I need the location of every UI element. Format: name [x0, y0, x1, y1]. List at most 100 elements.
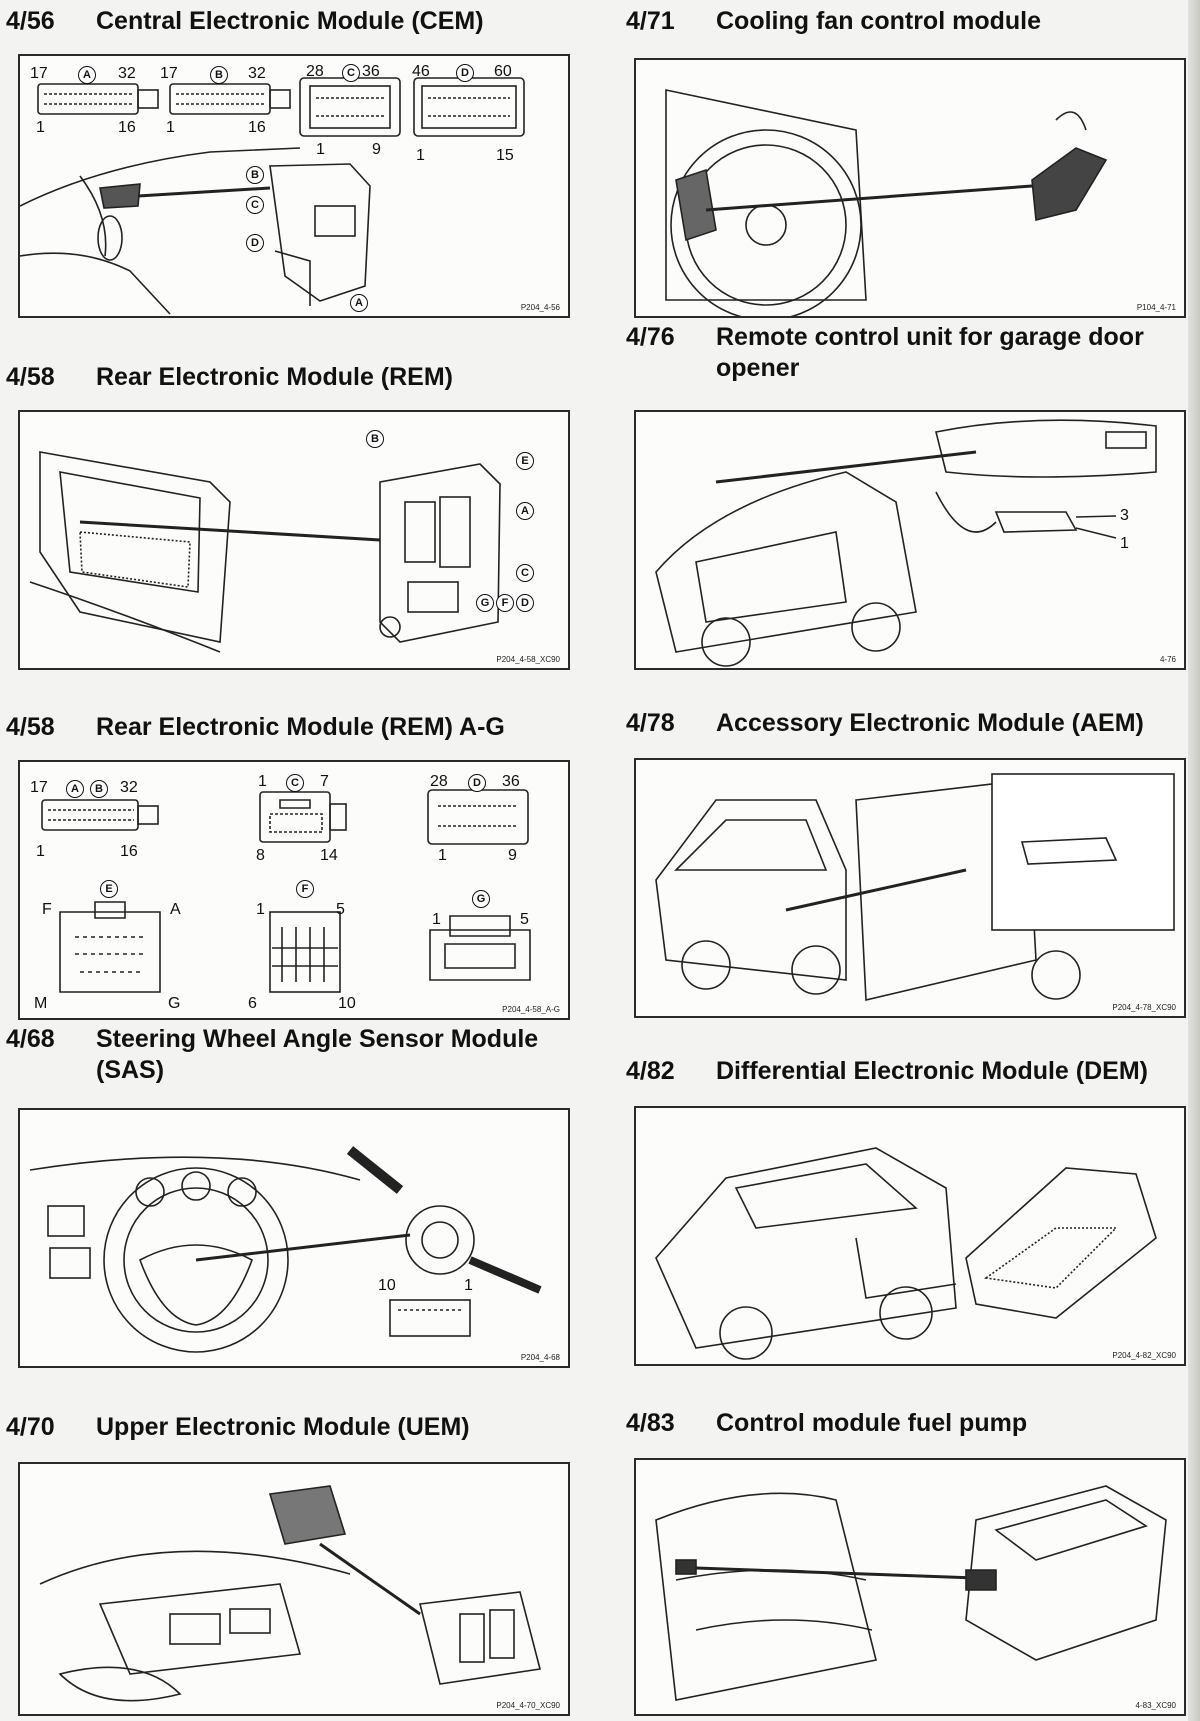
section-title: Accessory Electronic Module (AEM) — [716, 709, 1144, 737]
section-title: Steering Wheel Angle Sensor Module (SAS) — [96, 1025, 539, 1084]
section-code: 4/70 — [6, 1413, 55, 1441]
pin-label: 1 — [316, 141, 325, 158]
connector-callout: E — [516, 452, 534, 470]
connector-callout: D — [246, 234, 264, 252]
figure-ref: P204_4-56 — [520, 303, 560, 312]
figure-cem: 17 32 1 16 17 32 1 16 28 36 1 9 46 60 1 … — [18, 54, 570, 318]
connector-callout: B — [210, 66, 228, 84]
pin-label: A — [170, 901, 181, 918]
figure-ref: P204_4-82_XC90 — [1112, 1351, 1176, 1360]
pin-label: 1 — [432, 911, 441, 928]
section-heading-4-83: 4/83 Control module fuel pump — [620, 1408, 1196, 1439]
figure-fuel-pump: 4-83_XC90 — [634, 1458, 1186, 1716]
sas-drawing — [29, 1146, 542, 1353]
rem-connectors-drawing — [41, 789, 531, 993]
connector-callout: B — [246, 166, 264, 184]
cooling-fan-drawing — [665, 89, 1108, 316]
figure-cooling-fan: P104_4-71 — [634, 58, 1186, 318]
section-code: 4/78 — [626, 709, 675, 737]
section-heading-4-56: 4/56 Central Electronic Module (CEM) — [0, 6, 576, 37]
pin-label: 9 — [372, 141, 381, 158]
pin-label: 32 — [120, 779, 138, 796]
figure-uem: P204_4-70_XC90 — [18, 1462, 570, 1716]
connector-callout: C — [246, 196, 264, 214]
pin-label: 9 — [508, 847, 517, 864]
connector-callout: E — [100, 880, 118, 898]
pin-label: 6 — [248, 995, 257, 1012]
pin-label: 3 — [1120, 507, 1129, 524]
connector-callout: B — [90, 780, 108, 798]
section-title: Upper Electronic Module (UEM) — [96, 1413, 470, 1441]
connector-callout: D — [456, 64, 474, 82]
connector-callout: G — [476, 594, 494, 612]
section-heading-4-68: 4/68 Steering Wheel Angle Sensor Module … — [0, 1024, 576, 1086]
rem-drawing — [29, 451, 501, 653]
figure-garage-opener: 3 1 4-76 — [634, 410, 1186, 670]
pin-label: 5 — [520, 911, 529, 928]
section-title: Control module fuel pump — [716, 1409, 1028, 1437]
figure-ref: 4-76 — [1159, 655, 1176, 664]
connector-callout: C — [342, 64, 360, 82]
connector-callout: B — [366, 430, 384, 448]
pin-label: 1 — [256, 901, 265, 918]
section-heading-4-76: 4/76 Remote control unit for garage door… — [620, 322, 1196, 384]
connector-callout: G — [472, 890, 490, 908]
figure-ref: P104_4-71 — [1136, 303, 1176, 312]
pin-label: 46 — [412, 63, 430, 80]
pin-label: 10 — [338, 995, 356, 1012]
section-title: Remote control unit for garage door open… — [716, 323, 1144, 382]
pin-label: 60 — [494, 63, 512, 80]
pin-label: G — [168, 995, 181, 1012]
cem-drawing — [20, 77, 525, 315]
connector-callout: C — [516, 564, 534, 582]
pin-label: 1 — [36, 843, 45, 860]
figure-ref: P204_4-78_XC90 — [1112, 1003, 1176, 1012]
connector-callout: D — [468, 774, 486, 792]
figure-ref: P204_4-58_A-G — [502, 1005, 560, 1014]
connector-callout: F — [496, 594, 514, 612]
figure-rem-connectors: 17 32 1 16 1 7 8 14 28 36 1 9 F A M G 1 … — [18, 760, 570, 1020]
pin-label: F — [42, 901, 52, 918]
section-title: Rear Electronic Module (REM) A-G — [96, 713, 505, 741]
figure-ref: 4-83_XC90 — [1135, 1701, 1176, 1710]
pin-label: 10 — [378, 1277, 396, 1294]
section-code: 4/82 — [626, 1057, 675, 1085]
pin-label: 1 — [416, 147, 425, 164]
pin-label: 16 — [120, 843, 138, 860]
pin-label: 32 — [248, 65, 266, 82]
pin-label: 36 — [502, 773, 520, 790]
figure-ref: P204_4-58_XC90 — [496, 655, 560, 664]
connector-callout: C — [286, 774, 304, 792]
section-heading-4-71: 4/71 Cooling fan control module — [620, 6, 1196, 37]
pin-label: 28 — [430, 773, 448, 790]
dem-drawing — [655, 1147, 1157, 1360]
pin-label: 17 — [30, 65, 48, 82]
pin-label: 1 — [438, 847, 447, 864]
section-heading-4-58-a-g: 4/58 Rear Electronic Module (REM) A-G — [0, 712, 576, 743]
section-heading-4-82: 4/82 Differential Electronic Module (DEM… — [620, 1056, 1196, 1087]
uem-drawing — [39, 1485, 541, 1702]
connector-callout: A — [350, 294, 368, 312]
figure-rem: B E A C G F D P204_4-58_XC90 — [18, 410, 570, 670]
pin-label: 28 — [306, 63, 324, 80]
pin-label: 16 — [248, 119, 266, 136]
pin-label: 8 — [256, 847, 265, 864]
section-heading-4-58: 4/58 Rear Electronic Module (REM) — [0, 362, 576, 393]
figure-ref: P204_4-68 — [520, 1353, 560, 1362]
section-title: Rear Electronic Module (REM) — [96, 363, 453, 391]
figure-sas: 10 1 P204_4-68 — [18, 1108, 570, 1368]
connector-callout: A — [66, 780, 84, 798]
garage-opener-drawing — [655, 419, 1157, 667]
fuel-pump-drawing — [655, 1485, 1167, 1701]
pin-label: 15 — [496, 147, 514, 164]
section-code: 4/58 — [6, 363, 55, 391]
pin-label: 1 — [464, 1277, 473, 1294]
section-title: Cooling fan control module — [716, 7, 1041, 35]
pin-label: 1 — [1120, 535, 1129, 552]
pin-label: 16 — [118, 119, 136, 136]
figure-ref: P204_4-70_XC90 — [496, 1701, 560, 1710]
aem-drawing — [655, 773, 1175, 1001]
pin-label: 32 — [118, 65, 136, 82]
connector-callout: D — [516, 594, 534, 612]
section-code: 4/76 — [626, 323, 675, 351]
